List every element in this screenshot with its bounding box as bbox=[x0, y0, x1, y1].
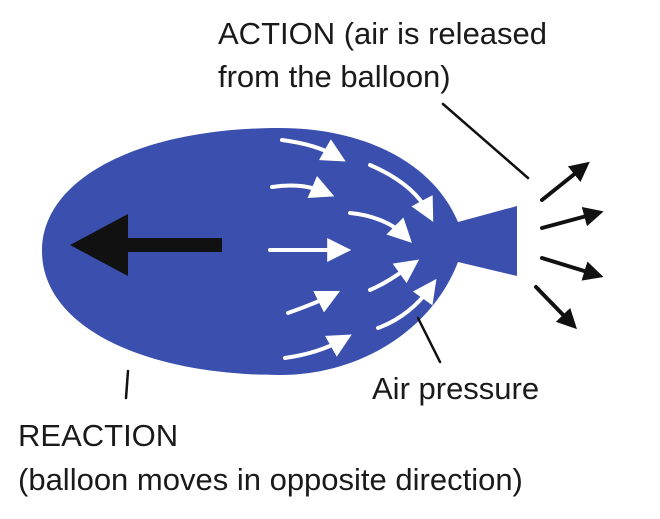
reaction-label-line1: REACTION bbox=[18, 418, 179, 453]
air-arrow bbox=[280, 138, 346, 162]
reaction-label-line2: (balloon moves in opposite direction) bbox=[18, 462, 523, 497]
reaction-arrow bbox=[70, 214, 222, 276]
action-label-line1: ACTION (air is released bbox=[218, 16, 548, 51]
air-pressure-label: Air pressure bbox=[372, 371, 540, 406]
air-arrow bbox=[286, 290, 341, 315]
action-leader-line bbox=[441, 102, 530, 180]
air-arrow bbox=[368, 163, 434, 222]
air-arrow bbox=[348, 211, 412, 243]
leader-lines bbox=[124, 102, 530, 400]
action-arrow bbox=[540, 256, 604, 281]
air-pressure-arrows bbox=[268, 138, 437, 360]
air-pressure-leader-line bbox=[416, 316, 442, 364]
air-arrow bbox=[283, 334, 352, 360]
air-arrow bbox=[376, 278, 437, 330]
action-arrows bbox=[534, 161, 604, 330]
action-arrow bbox=[540, 206, 604, 230]
action-arrow bbox=[540, 161, 590, 202]
air-arrow bbox=[368, 259, 420, 292]
action-arrow bbox=[534, 285, 577, 330]
reaction-leader-line bbox=[124, 369, 130, 400]
action-label-line2: from the balloon) bbox=[218, 59, 451, 94]
air-arrow bbox=[270, 175, 335, 198]
